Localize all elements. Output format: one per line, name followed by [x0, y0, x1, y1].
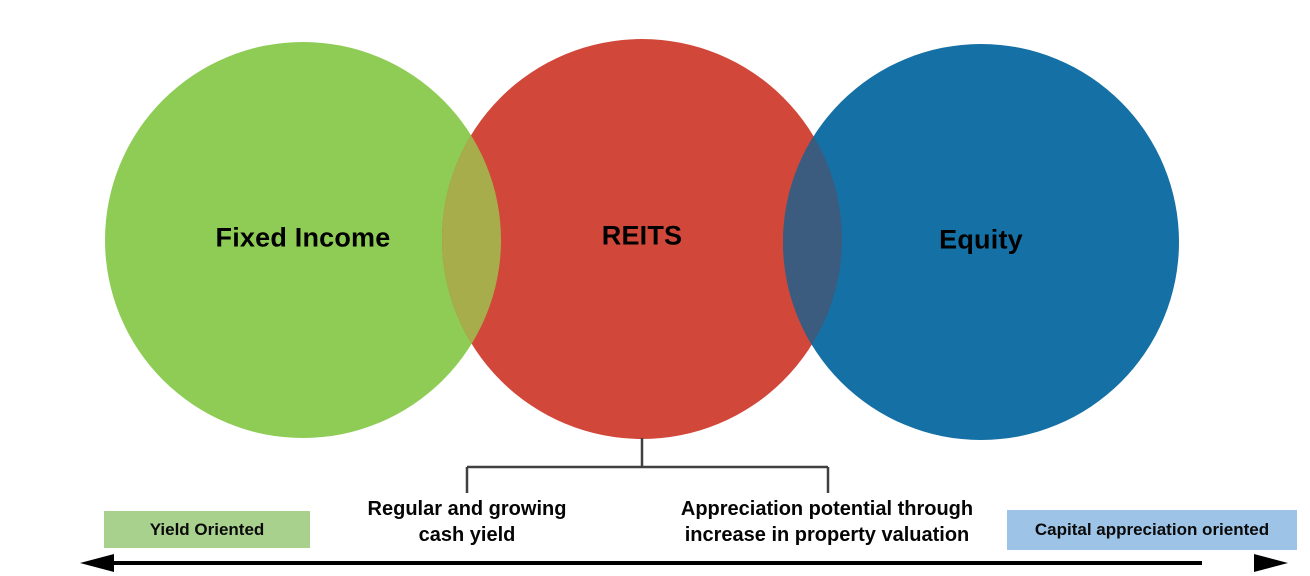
spectrum-arrow-left-head — [80, 554, 114, 572]
reits-label: REITS — [601, 220, 683, 251]
callout-line: cash yield — [418, 524, 516, 546]
reits-callout-bracket — [465, 438, 830, 493]
fixed-income-label: Fixed Income — [215, 222, 391, 253]
equity-label: Equity — [939, 224, 1023, 255]
callout-line: increase in property valuation — [684, 524, 970, 546]
fixed-income-circle — [105, 42, 501, 438]
callout-line: Regular and growing — [367, 498, 567, 520]
reits-callout-appreciation: Appreciation potential through increase … — [681, 496, 973, 548]
spectrum-arrow-line — [108, 561, 1202, 565]
callout-line: Appreciation potential through — [680, 498, 974, 520]
capital-appreciation-oriented-box: Capital appreciation oriented — [1007, 510, 1297, 550]
reits-circle — [442, 39, 842, 439]
equity-circle — [783, 44, 1179, 440]
spectrum-axis-arrow — [80, 554, 1288, 572]
reits-callout-cash-yield: Regular and growing cash yield — [368, 496, 567, 548]
yield-oriented-box: Yield Oriented — [104, 511, 310, 548]
spectrum-arrow-right-head — [1254, 554, 1288, 572]
